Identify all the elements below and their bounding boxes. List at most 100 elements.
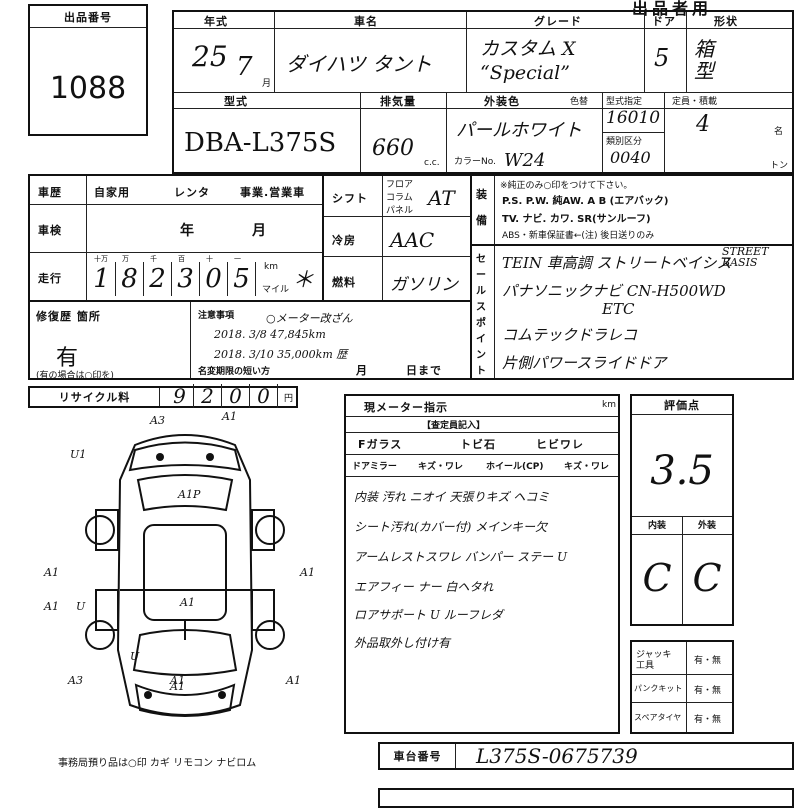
ac-value: AAC <box>390 228 435 252</box>
tool-kit-label: パンクキット <box>634 684 683 693</box>
doors-label: ドア <box>652 15 676 28</box>
wheel-damage: キズ・ワレ <box>564 462 610 472</box>
year-value: 25 <box>192 40 228 73</box>
tool-spare-value: 有・無 <box>694 715 722 725</box>
sales-line-2: パナソニックナビ CN-H500WD <box>502 282 726 300</box>
lot-label: 出品番号 <box>30 6 146 28</box>
header-title: 出品者用 <box>632 0 713 18</box>
inspector-line-3: アームレストスワレ バンパー ステー U <box>354 550 568 564</box>
crack-label: ヒビワレ <box>536 438 584 451</box>
tool-jack-label: ジャッキ工具 <box>636 650 672 671</box>
ac-label: 冷房 <box>332 234 356 247</box>
shift-label: シフト <box>332 192 368 205</box>
fglass-label: Fガラス <box>358 438 403 451</box>
color-value: パールホワイト <box>456 120 582 141</box>
doors-value: 5 <box>654 44 670 72</box>
interior-value: C <box>642 556 672 600</box>
model-label: 型式 <box>224 95 248 108</box>
mile-label: マイル <box>262 285 290 295</box>
grade-label: グレード <box>534 15 582 28</box>
damage-mark-11: A1 <box>286 674 301 687</box>
mileage-unit-3: 百 <box>178 255 185 263</box>
sales-box: セールスポイント TEIN 車高調 ストリートベイシス STREET BASIS… <box>470 244 794 380</box>
name-label: 車名 <box>354 15 378 28</box>
recycle-label: リサイクル料 <box>30 388 160 406</box>
damage-mark-4: A1 <box>44 566 59 579</box>
tools-box: ジャッキ工具 有・無 パンクキット 有・無 スペアタイヤ 有・無 <box>630 640 734 734</box>
grade-box: 評価点 3.5 内装 外装 C C <box>630 394 734 626</box>
displacement-label: 排気量 <box>380 95 416 108</box>
chassis-box: 車台番号 L375S-0675739 <box>378 742 794 770</box>
office-items: 事務局預り品は○印 カギ リモコン ナビロム <box>58 758 257 769</box>
history-rental: レンタ <box>174 186 210 199</box>
recycle-digit-2: 0 <box>222 384 250 408</box>
type-spec-value: 16010 <box>606 108 661 128</box>
damage-mark-5: A1 <box>300 566 315 579</box>
grade-value-1: カスタム X <box>480 38 576 60</box>
damage-mark-6: A1 <box>44 600 59 613</box>
mileage-unit-1: 万 <box>122 255 129 263</box>
mileage-unit-5: 一 <box>234 255 241 263</box>
sales-line-4: コムテックドラレコ <box>502 326 638 344</box>
year-label: 年式 <box>204 15 228 28</box>
tool-kit-value: 有・無 <box>694 686 722 696</box>
history-business: 事業.営業車 <box>240 186 306 199</box>
lot-number: 1088 <box>49 70 127 106</box>
color-no-label: 色替 <box>570 97 589 107</box>
recycle-unit: 円 <box>284 394 294 404</box>
grade-value-2: “Special” <box>480 62 570 84</box>
fuel-label: 燃料 <box>332 276 356 289</box>
chassis-value: L375S-0675739 <box>476 744 638 768</box>
damage-mark-3: A1P <box>178 488 201 501</box>
equipment-note: ※純正のみ○印をつけて下さい。 <box>500 181 633 191</box>
notes-label: 注意事項 <box>198 311 235 321</box>
shift-opt-2: コラム <box>386 193 413 203</box>
equipment-line-1: P.S. P.W. 純AW. A B (エアバック) <box>502 196 669 207</box>
mileage-digit-0: 1 <box>88 262 116 296</box>
mileage-digit-2: 2 <box>144 262 172 296</box>
grade-label: 評価点 <box>664 399 700 412</box>
class-value: 0040 <box>610 148 651 167</box>
shape-value: 箱型 <box>694 37 714 83</box>
damage-mark-0: A3 <box>150 414 165 427</box>
damage-mark-2: U1 <box>70 448 87 461</box>
equipment-label: 装備 <box>476 188 488 227</box>
meter-unit: km <box>602 400 616 410</box>
notes-line-1: ○メーター改ざん <box>266 312 353 325</box>
bottom-box <box>378 788 794 808</box>
inspector-line-6: 外品取外し付け有 <box>354 636 451 650</box>
mirror-label: ドアミラー <box>352 462 397 472</box>
mileage-unit-0: 十万 <box>94 255 108 263</box>
notes-day: 日まで <box>406 364 442 377</box>
recycle-digit-3: 0 <box>250 384 278 408</box>
capacity-value: 4 <box>696 112 710 137</box>
displacement-value: 660 <box>372 136 414 161</box>
load-unit: トン <box>770 161 789 171</box>
mileage-digit-5: 5 <box>228 262 256 296</box>
inspection-year: 年 <box>180 223 195 239</box>
wheel-label: ホイール(CP) <box>486 462 544 472</box>
repair-box: 修復歴 箇所 有 (有の場合は○印を) 注意事項 ○メーター改ざん 2018. … <box>28 300 472 381</box>
sales-line-3: ETC <box>602 300 635 318</box>
color-code-value: W24 <box>504 150 546 171</box>
month-value: 7 <box>236 52 253 82</box>
color-label: 外装色 <box>484 95 520 108</box>
chip-label: トビ石 <box>460 438 496 451</box>
spec-box: シフト フロア コラム パネル AT 冷房 AAC 燃料 ガソリン <box>322 174 472 302</box>
mileage-unit-4: 十 <box>206 255 213 263</box>
displacement-unit: c.c. <box>424 158 440 168</box>
damage-mark-8: A3 <box>68 674 83 687</box>
inspection-label: 車検 <box>38 224 62 237</box>
inspector-header: 【査定員記入】 <box>422 421 486 431</box>
equipment-line-3: ABS・新車保証書←(注) 後日送りのみ <box>502 231 655 241</box>
fuel-value: ガソリン <box>390 275 458 295</box>
exterior-label: 外装 <box>697 521 716 531</box>
interior-label: 内装 <box>647 521 666 531</box>
shift-opt-3: パネル <box>386 206 414 216</box>
capacity-unit: 名 <box>774 127 784 137</box>
equipment-box: 装備 ※純正のみ○印をつけて下さい。 P.S. P.W. 純AW. A B (エ… <box>470 174 794 246</box>
vehicle-box: 年式 車名 グレード ドア 形状 25 7 月 ダイハツ タント カスタム X … <box>172 10 794 174</box>
recycle-digit-1: 2 <box>194 384 222 408</box>
notes-month: 月 <box>356 364 368 377</box>
